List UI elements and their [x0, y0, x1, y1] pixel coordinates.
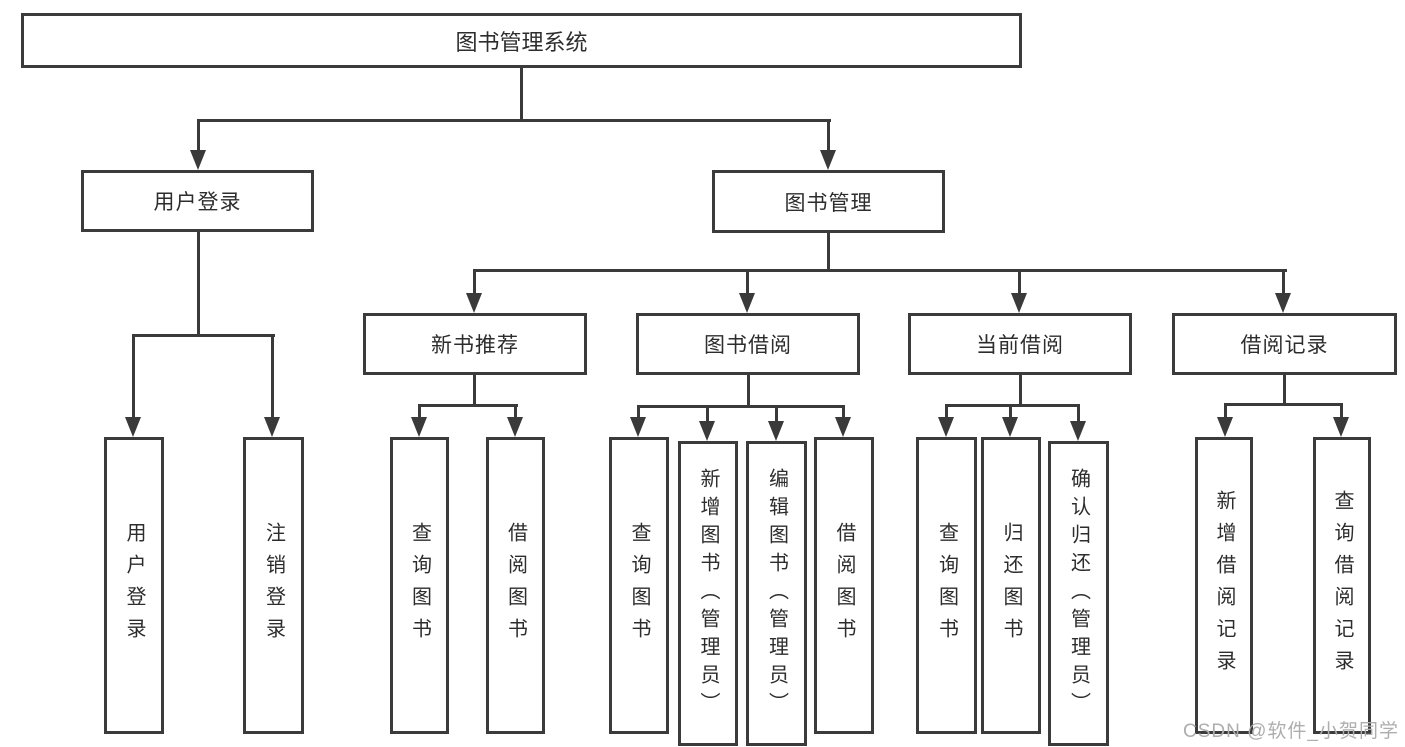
leaf-label: 借阅图书: [504, 521, 527, 650]
arrow-down-icon: [1275, 293, 1291, 313]
connector-line: [1009, 404, 1012, 419]
connector-line: [271, 334, 274, 419]
leaf-label: 新增借阅记录: [1213, 489, 1235, 682]
leaf-label: 查询图书: [935, 521, 958, 650]
arrow-down-icon: [190, 150, 206, 170]
leaf-search-books-recommend: 查询图书: [390, 437, 449, 734]
leaf-add-books-admin: 新增图书（管理员）: [678, 441, 738, 746]
node-new-book-recommendation: 新书推荐: [363, 313, 587, 375]
leaf-label: 注销登录: [262, 521, 285, 650]
connector-line: [706, 405, 709, 421]
connector-line: [747, 375, 750, 407]
node-label: 图书管理: [784, 191, 873, 215]
connector-line: [1340, 403, 1343, 419]
leaf-return-books: 归还图书: [981, 437, 1041, 734]
connector-line: [842, 405, 845, 419]
node-label: 借阅记录: [1240, 334, 1329, 357]
connector-line: [1282, 269, 1285, 295]
connector-line: [945, 404, 1080, 407]
arrow-down-icon: [264, 417, 280, 437]
leaf-logout: 注销登录: [243, 437, 304, 734]
arrow-down-icon: [507, 417, 523, 437]
node-label: 用户登录: [153, 191, 242, 214]
arrow-down-icon: [1070, 421, 1086, 441]
node-current-borrowing: 当前借阅: [908, 313, 1132, 375]
leaf-user-login: 用户登录: [104, 437, 164, 734]
connector-line: [197, 119, 831, 122]
arrow-down-icon: [820, 150, 836, 170]
connector-line: [473, 269, 476, 295]
arrow-down-icon: [1002, 417, 1018, 437]
connector-line: [520, 68, 523, 120]
connector-line: [418, 404, 421, 419]
leaf-borrow-books-borrowing: 借阅图书: [814, 437, 874, 734]
leaf-label: 查询借阅记录: [1331, 489, 1353, 682]
node-user-login: 用户登录: [81, 170, 314, 232]
leaf-add-borrow-record: 新增借阅记录: [1195, 437, 1253, 734]
connector-line: [197, 119, 200, 153]
arrow-down-icon: [125, 417, 141, 437]
connector-line: [827, 119, 830, 153]
connector-line: [1077, 404, 1080, 421]
leaf-label: 编辑图书（管理员）: [765, 467, 788, 720]
arrow-down-icon: [1217, 417, 1233, 437]
connector-line: [827, 233, 830, 271]
leaf-label: 归还图书: [1000, 521, 1022, 650]
arrow-down-icon: [835, 417, 851, 437]
connector-line: [473, 269, 1287, 272]
node-library-management-system: 图书管理系统: [21, 13, 1022, 68]
arrow-down-icon: [768, 421, 784, 441]
arrow-down-icon: [938, 417, 954, 437]
csdn-watermark: CSDN @软件_小贺同学: [1183, 721, 1399, 742]
arrow-down-icon: [699, 421, 715, 441]
arrow-down-icon: [739, 293, 755, 313]
connector-line: [1019, 375, 1022, 406]
connector-line: [945, 404, 948, 419]
leaf-label: 查询图书: [628, 521, 650, 650]
connector-line: [418, 404, 518, 407]
leaf-label: 查询图书: [408, 521, 431, 650]
leaf-edit-books-admin: 编辑图书（管理员）: [746, 441, 807, 746]
connector-line: [775, 405, 778, 421]
leaf-search-books-borrowing: 查询图书: [609, 437, 669, 734]
leaf-search-borrow-record: 查询借阅记录: [1313, 437, 1371, 734]
connector-line: [132, 334, 275, 337]
node-book-borrowing: 图书借阅: [636, 313, 860, 375]
connector-line: [1018, 269, 1021, 295]
arrow-down-icon: [466, 293, 482, 313]
node-book-management: 图书管理: [712, 170, 945, 233]
connector-line: [1224, 403, 1343, 406]
connector-line: [473, 375, 476, 406]
connector-line: [197, 232, 200, 337]
leaf-label: 借阅图书: [833, 521, 855, 650]
connector-line: [637, 405, 640, 419]
connector-line: [637, 405, 845, 408]
arrow-down-icon: [630, 417, 646, 437]
node-label: 图书借阅: [704, 334, 792, 357]
leaf-label: 用户登录: [123, 521, 145, 650]
leaf-borrow-books-recommend: 借阅图书: [486, 437, 545, 734]
arrow-down-icon: [1333, 417, 1349, 437]
connector-line: [746, 269, 749, 295]
arrow-down-icon: [411, 417, 427, 437]
node-borrowing-records: 借阅记录: [1172, 313, 1397, 375]
leaf-label: 新增图书（管理员）: [697, 467, 719, 720]
leaf-search-books-current: 查询图书: [916, 437, 977, 734]
connector-line: [1224, 403, 1227, 419]
node-label: 当前借阅: [976, 334, 1064, 357]
node-label: 图书管理系统: [455, 29, 588, 55]
leaf-label: 确认归还（管理员）: [1067, 467, 1090, 720]
connector-line: [514, 404, 517, 419]
connector-line: [132, 334, 135, 419]
node-label: 新书推荐: [431, 334, 519, 357]
leaf-confirm-return-admin: 确认归还（管理员）: [1048, 441, 1109, 746]
connector-line: [1283, 375, 1286, 405]
arrow-down-icon: [1011, 293, 1027, 313]
